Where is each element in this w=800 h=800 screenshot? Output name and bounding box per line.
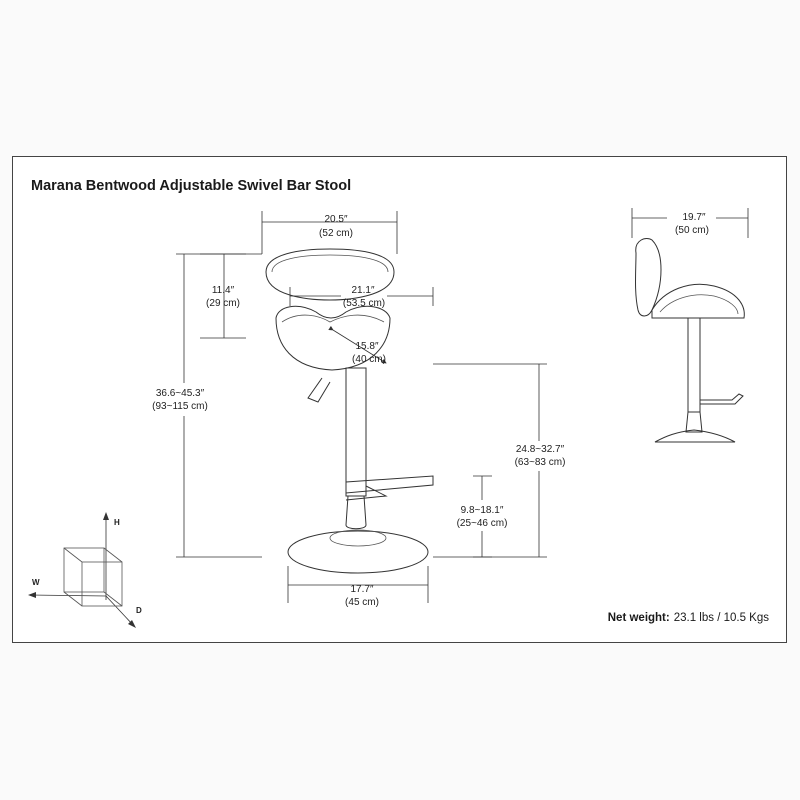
dim-back-height: 11.4″ (29 cm) bbox=[200, 253, 246, 339]
net-weight-value: 23.1 lbs / 10.5 Kgs bbox=[674, 612, 770, 624]
footrest-arm bbox=[345, 485, 388, 501]
dim-overall-width-imperial: 20.5″ bbox=[324, 214, 347, 225]
dim-seat-height-metric: (63~83 cm) bbox=[515, 457, 566, 468]
stool-pole bbox=[345, 367, 367, 497]
dim-overall-height-imperial: 36.6~45.3″ bbox=[156, 388, 205, 399]
base-disc bbox=[287, 530, 429, 574]
side-pole bbox=[687, 317, 701, 413]
seat-outline bbox=[275, 305, 391, 371]
dim-footrest-height-imperial: 9.8~18.1″ bbox=[461, 505, 504, 516]
footrest-bar bbox=[345, 475, 434, 494]
side-base bbox=[654, 429, 736, 443]
dim-back-height-metric: (29 cm) bbox=[206, 298, 240, 309]
dim-overall-width: 20.5″ (52 cm) bbox=[261, 211, 398, 254]
side-footrest bbox=[700, 393, 744, 405]
dim-seat-depth-metric: (40 cm) bbox=[352, 354, 386, 365]
dim-seat-width-metric: (53.5 cm) bbox=[343, 298, 385, 309]
dim-overall-width-metric: (52 cm) bbox=[319, 228, 353, 239]
side-view-stool bbox=[635, 238, 745, 443]
dim-side-depth-imperial: 19.7″ bbox=[682, 212, 705, 223]
dim-seat-height-imperial: 24.8~32.7″ bbox=[516, 444, 565, 455]
dim-base-diameter-imperial: 17.7″ bbox=[350, 584, 373, 595]
page-title: Marana Bentwood Adjustable Swivel Bar St… bbox=[31, 178, 351, 194]
base-column bbox=[345, 495, 367, 530]
front-view-stool bbox=[265, 248, 434, 574]
diagram-frame bbox=[12, 156, 787, 643]
dim-overall-height: 36.6~45.3″ (93~115 cm) bbox=[152, 253, 262, 558]
axis-label-width: W bbox=[32, 578, 40, 587]
dim-seat-width-imperial: 21.1″ bbox=[351, 285, 374, 296]
axis-cube: H W D bbox=[28, 512, 142, 628]
axis-label-depth: D bbox=[136, 606, 142, 615]
base-hub bbox=[329, 529, 387, 547]
dim-footrest-height-metric: (25~46 cm) bbox=[457, 518, 508, 529]
side-seat bbox=[651, 283, 745, 319]
dim-footrest-height: 9.8~18.1″ (25~46 cm) bbox=[457, 475, 508, 558]
side-base-column bbox=[685, 411, 703, 433]
dim-seat-height: 24.8~32.7″ (63~83 cm) bbox=[433, 363, 566, 558]
backrest-inner-line bbox=[271, 254, 389, 273]
dim-side-depth-metric: (50 cm) bbox=[675, 225, 709, 236]
dim-side-depth: 19.7″ (50 cm) bbox=[631, 208, 749, 238]
dim-back-height-imperial: 11.4″ bbox=[212, 285, 235, 296]
net-weight-label: Net weight: bbox=[608, 612, 670, 624]
axis-label-height: H bbox=[114, 518, 120, 527]
dim-seat-depth: 15.8″ (40 cm) bbox=[328, 325, 387, 365]
gas-lever bbox=[307, 377, 331, 403]
backrest-outline bbox=[265, 248, 395, 301]
dim-overall-height-metric: (93~115 cm) bbox=[152, 401, 208, 412]
dim-base-diameter: 17.7″ (45 cm) bbox=[287, 566, 429, 608]
net-weight: Net weight: 23.1 lbs / 10.5 Kgs bbox=[608, 612, 769, 624]
side-seat-inner bbox=[659, 294, 739, 315]
dim-base-diameter-metric: (45 cm) bbox=[345, 597, 379, 608]
dim-seat-width: 21.1″ (53.5 cm) bbox=[289, 285, 434, 309]
seat-inner-line bbox=[281, 314, 385, 323]
side-backrest bbox=[635, 238, 662, 317]
dim-seat-depth-imperial: 15.8″ bbox=[355, 341, 378, 352]
